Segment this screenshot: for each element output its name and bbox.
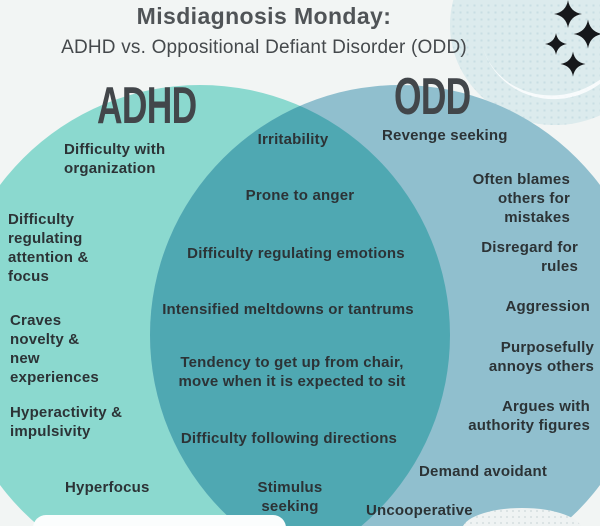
- odd-item: Argues with authority figures: [468, 398, 590, 434]
- venn-left-label: ADHD: [97, 77, 197, 135]
- odd-item: Demand avoidant: [419, 463, 548, 480]
- odd-item: Aggression: [505, 298, 590, 315]
- page-title: Misdiagnosis Monday:: [136, 3, 392, 29]
- page-subtitle: ADHD vs. Oppositional Defiant Disorder (…: [61, 37, 467, 58]
- shared-item: Intensified meltdowns or tantrums: [162, 301, 414, 318]
- adhd-item: Difficulty with organization: [64, 141, 166, 177]
- shared-item: Prone to anger: [245, 187, 355, 204]
- shared-item: Stimulus seeking: [257, 479, 323, 515]
- shared-item: Irritability: [257, 131, 329, 148]
- odd-item: Purposefully annoys others: [488, 339, 594, 375]
- sparkle-star-icon: [545, 0, 600, 77]
- bottom-card: [33, 515, 286, 526]
- shared-item: Difficulty regulating emotions: [187, 245, 405, 262]
- venn-overlap-region: [150, 85, 450, 526]
- sparkles-icon: [545, 0, 600, 77]
- header: Misdiagnosis Monday: ADHD vs. Opposition…: [0, 0, 528, 59]
- adhd-item: Craves novelty & new experiences: [10, 312, 99, 386]
- odd-item: Revenge seeking: [382, 127, 508, 144]
- adhd-item: Difficulty regulating attention & focus: [8, 211, 89, 285]
- adhd-item: Hyperfocus: [65, 479, 150, 496]
- shared-item: Tendency to get up from chair, move when…: [178, 354, 406, 390]
- odd-item: Often blames others for mistakes: [472, 171, 570, 226]
- odd-item: Uncooperative: [366, 502, 473, 519]
- decorative-blob-bottom-right: [462, 508, 582, 526]
- odd-item: Disregard for rules: [481, 239, 578, 275]
- adhd-item: Hyperactivity & impulsivity: [10, 404, 123, 440]
- venn-right-label: ODD: [394, 68, 471, 126]
- shared-item: Difficulty following directions: [180, 430, 398, 447]
